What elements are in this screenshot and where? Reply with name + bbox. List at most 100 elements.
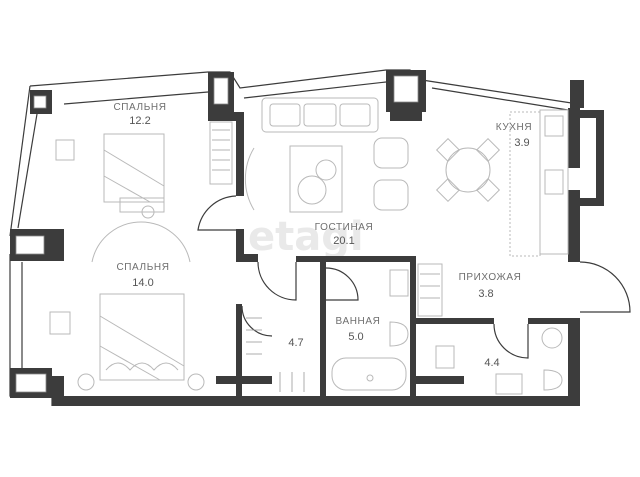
wall-bed1-living bbox=[236, 114, 244, 196]
room-name-living: ГОСТИНАЯ bbox=[315, 222, 374, 233]
inner-window-line-4 bbox=[243, 81, 387, 99]
kitchen-stove bbox=[544, 169, 564, 195]
wardrobe-1 bbox=[209, 121, 233, 185]
bathtub-drain bbox=[366, 374, 374, 382]
dining-chair-3 bbox=[435, 177, 461, 203]
wall-bed-living-h bbox=[244, 254, 258, 262]
wall-storage-bottom-left bbox=[216, 376, 272, 384]
bed-2-blanket bbox=[99, 315, 185, 381]
dining-chair-1 bbox=[435, 137, 461, 163]
door-bathroom bbox=[325, 267, 359, 301]
wall-living-bottom bbox=[296, 256, 416, 262]
room-labels: СПАЛЬНЯ 12.2 СПАЛЬНЯ 14.0 ГОСТИНАЯ 20.1 … bbox=[113, 102, 532, 369]
room-name-bedroom1: СПАЛЬНЯ bbox=[113, 102, 166, 113]
column-5-inner bbox=[15, 235, 45, 255]
column-2-inner bbox=[393, 75, 419, 103]
doors bbox=[197, 195, 631, 359]
kitchen-sink bbox=[544, 115, 564, 137]
door-bedroom2 bbox=[257, 261, 297, 301]
wall-wc-top bbox=[416, 318, 494, 324]
sofa-cushion-2 bbox=[303, 103, 337, 127]
wall-left-lower bbox=[52, 376, 64, 406]
wall-bath-hall bbox=[410, 262, 416, 406]
wall-shaft-top bbox=[580, 110, 604, 118]
nightstand-2 bbox=[187, 373, 205, 391]
bath-sink bbox=[389, 269, 409, 297]
room-area-storage: 4.7 bbox=[288, 337, 303, 349]
room-area-wc: 4.4 bbox=[484, 357, 499, 369]
coffee-table-item-1 bbox=[297, 175, 327, 205]
wc-cabinet bbox=[435, 345, 455, 369]
column-4-inner bbox=[33, 95, 47, 109]
column-6-inner bbox=[15, 373, 47, 393]
wall-wc-top-right bbox=[528, 318, 568, 324]
watermark-text: etagi bbox=[248, 214, 364, 260]
bed-1-blanket bbox=[103, 149, 165, 203]
room-area-bedroom2: 14.0 bbox=[132, 277, 153, 289]
armchair-1 bbox=[373, 137, 409, 169]
wall-storage-left bbox=[236, 304, 242, 406]
left-outline-upper bbox=[9, 85, 31, 237]
bed-1-chair bbox=[55, 139, 75, 161]
bed-1-lamp bbox=[141, 205, 155, 219]
wall-right-lower bbox=[568, 318, 580, 406]
kitchen-counter bbox=[539, 109, 569, 255]
column-3 bbox=[570, 80, 584, 108]
inner-window-line-5 bbox=[431, 87, 569, 111]
sofa-cushion-1 bbox=[269, 103, 301, 127]
bed-2-chair bbox=[49, 311, 71, 335]
coffee-table-item-2 bbox=[315, 159, 337, 181]
room-name-bathroom: ВАННАЯ bbox=[336, 316, 381, 327]
room-area-kitchen: 3.9 bbox=[514, 137, 529, 149]
bathtub bbox=[331, 357, 407, 391]
wall-kitchen-right bbox=[568, 108, 580, 168]
bed-2 bbox=[99, 293, 185, 381]
wall-bed1-top-stub bbox=[208, 112, 244, 121]
wall-storage-bath bbox=[320, 262, 326, 406]
room-area-living: 20.1 bbox=[333, 235, 354, 247]
wall-kitchen-right-lower bbox=[568, 190, 580, 262]
room-area-hallway: 3.8 bbox=[478, 288, 493, 300]
inner-window-line-1 bbox=[63, 91, 209, 105]
bed-1 bbox=[103, 133, 165, 203]
wc-washer bbox=[495, 373, 523, 395]
door-entrance bbox=[579, 261, 631, 313]
dining-chair-4 bbox=[475, 177, 501, 203]
columns bbox=[10, 70, 584, 398]
wall-bed-living bbox=[236, 229, 244, 262]
room-name-hallway: ПРИХОЖАЯ bbox=[459, 272, 522, 283]
kitchen-island-outline bbox=[509, 111, 541, 257]
wardrobe-1-frame bbox=[209, 121, 233, 185]
rug-arc bbox=[244, 147, 255, 211]
wall-living-kitchen-stub bbox=[390, 112, 422, 121]
dining-table bbox=[445, 147, 491, 193]
door-wc bbox=[493, 323, 529, 359]
bed-2-pillows bbox=[105, 362, 179, 371]
room-name-kitchen: КУХНЯ bbox=[496, 122, 532, 133]
wall-bottom bbox=[52, 396, 580, 406]
wall-shaft-right bbox=[596, 110, 604, 206]
column-1-inner bbox=[213, 77, 229, 105]
room-area-bathroom: 5.0 bbox=[348, 331, 363, 343]
hall-wardrobe-frame bbox=[417, 263, 443, 317]
dining-chair-2 bbox=[475, 137, 501, 163]
bedroom2-rug bbox=[91, 221, 191, 263]
wall-left-mid bbox=[52, 229, 64, 261]
door-bedroom1 bbox=[197, 195, 237, 231]
sofa bbox=[261, 97, 379, 133]
room-name-bedroom2: СПАЛЬНЯ bbox=[116, 262, 169, 273]
bath-toilet bbox=[389, 321, 409, 347]
walls bbox=[52, 108, 604, 406]
wc-sink bbox=[541, 327, 563, 349]
door-storage bbox=[241, 305, 273, 337]
furniture bbox=[49, 97, 569, 395]
wc-toilet bbox=[543, 369, 563, 391]
inner-window-line-2 bbox=[17, 95, 41, 229]
wall-wc-bottom-left bbox=[416, 376, 464, 384]
armchair-2 bbox=[373, 179, 409, 211]
hall-wardrobe bbox=[417, 263, 443, 317]
wall-shaft-bottom bbox=[580, 198, 604, 206]
coffee-table bbox=[289, 145, 343, 213]
